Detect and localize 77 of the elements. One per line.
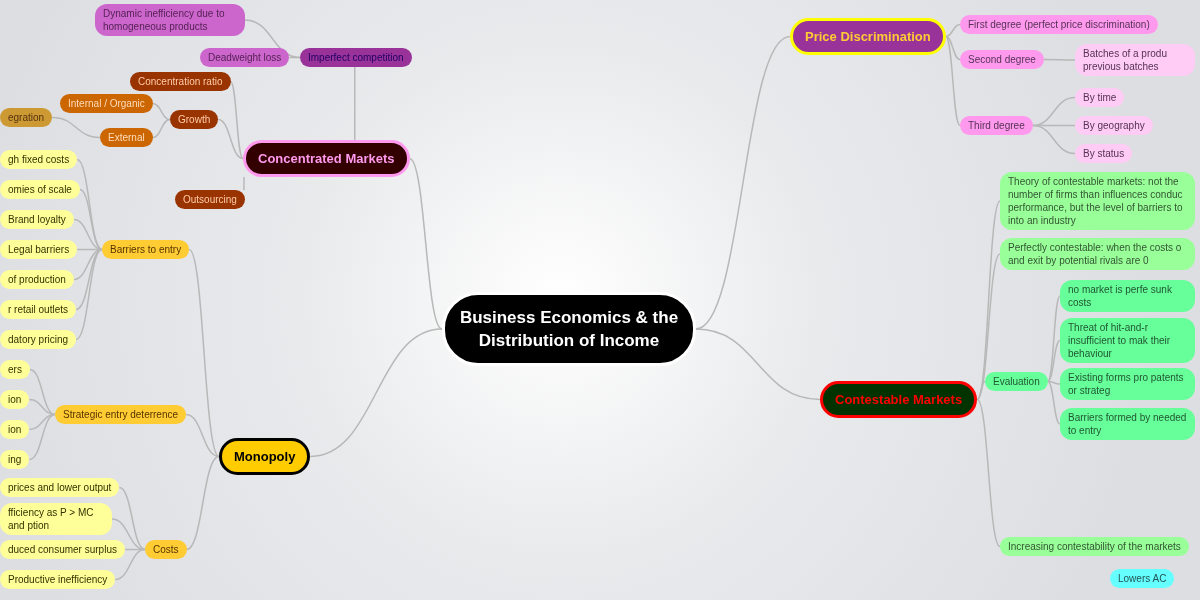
connector-line	[243, 176, 245, 191]
topic-node: Legal barriers	[0, 240, 78, 259]
topic-node: Costs	[145, 540, 187, 559]
connector-line	[408, 157, 443, 330]
connector-line	[185, 413, 220, 458]
topic-node: ing	[0, 450, 30, 469]
connector-line	[51, 116, 101, 139]
connector-line	[114, 548, 146, 581]
connector-line	[695, 328, 821, 401]
topic-node: Evaluation	[985, 372, 1048, 391]
topic-node: First degree (perfect price discrimination)	[960, 15, 1158, 34]
topic-node: Barriers to entry	[102, 240, 190, 259]
topic-node: By geography	[1075, 116, 1153, 135]
connector-line	[151, 118, 171, 139]
connector-line	[976, 380, 986, 401]
topic-node: Theory of contestable markets: not the number of firms than influences conduc performance, but the level of barriers to into an industry	[1000, 172, 1195, 230]
topic-node: ion	[0, 390, 30, 409]
topic-node: Strategic entry deterrence	[55, 405, 187, 424]
connector-line	[944, 23, 961, 38]
connector-line	[244, 19, 301, 59]
topic-node: datory pricing	[0, 330, 77, 349]
topic-node: Concentration ratio	[130, 72, 231, 91]
connector-line	[185, 455, 220, 551]
topic-node: Batches of a produ previous batches	[1075, 44, 1195, 76]
topic-node: Growth	[170, 110, 219, 129]
main-topic: Contestable Markets	[820, 381, 978, 418]
topic-node: egration	[0, 108, 53, 127]
topic-node: Third degree	[960, 116, 1033, 135]
connector-line	[28, 413, 56, 461]
connector-line	[118, 486, 146, 551]
connector-line	[28, 398, 56, 416]
topic-node: duced consumer surplus	[0, 540, 125, 559]
connector-line	[1046, 380, 1061, 425]
topic-node: ion	[0, 420, 30, 439]
connector-line	[229, 80, 244, 160]
topic-node: External	[100, 128, 153, 147]
topic-node: Barriers formed by needed to entry	[1060, 408, 1195, 440]
topic-node: Existing forms pro patents or strateg	[1060, 368, 1195, 400]
connector-line	[75, 248, 103, 341]
topic-node: of production	[0, 270, 74, 289]
topic-node: Internal / Organic	[60, 94, 153, 113]
connector-line	[976, 398, 1001, 548]
topic-node: Second degree	[960, 50, 1044, 69]
main-topic: Concentrated Markets	[243, 140, 410, 177]
topic-node: Deadweight loss	[200, 48, 290, 67]
connector-line	[151, 102, 171, 121]
topic-node: Brand loyalty	[0, 210, 74, 229]
topic-node: Dynamic inefficiency due to homogeneous products	[95, 4, 245, 36]
topic-node: prices and lower output	[0, 478, 120, 497]
topic-node: Imperfect competition	[300, 48, 412, 67]
connector-line	[309, 328, 443, 458]
topic-node: Outsourcing	[175, 190, 245, 209]
connector-line	[944, 35, 961, 127]
topic-node: no market is perfe sunk costs	[1060, 280, 1195, 312]
topic-node: gh fixed costs	[0, 150, 78, 169]
main-topic: Monopoly	[219, 438, 311, 475]
topic-node: By status	[1075, 144, 1133, 163]
connector-line	[1031, 124, 1076, 155]
connector-line	[1046, 339, 1061, 383]
main-topic: Price Discrimination	[790, 18, 946, 55]
topic-node: Threat of hit-and-r insufficient to mak their behaviour	[1060, 318, 1195, 363]
connector-line	[29, 368, 56, 416]
connector-line	[217, 118, 244, 160]
topic-node: Perfectly contestable: when the costs o and exit by potential rivals are 0	[1000, 238, 1195, 270]
topic-node: fficiency as P > MC and ption	[0, 503, 112, 535]
central-topic: Business Economics & the Distribution of Income	[442, 292, 696, 366]
topic-node: Lowers AC	[1110, 569, 1175, 588]
topic-node: Productive inefficiency	[0, 570, 116, 589]
connector-line	[944, 35, 961, 61]
topic-node: omies of scale	[0, 180, 80, 199]
topic-node: Increasing contestability of the markets	[1000, 537, 1189, 556]
connector-line	[1043, 58, 1076, 61]
connector-line	[188, 248, 220, 458]
topic-node: By time	[1075, 88, 1125, 107]
topic-node: r retail outlets	[0, 300, 77, 319]
topic-node: ers	[0, 360, 30, 379]
connector-line	[354, 66, 356, 141]
